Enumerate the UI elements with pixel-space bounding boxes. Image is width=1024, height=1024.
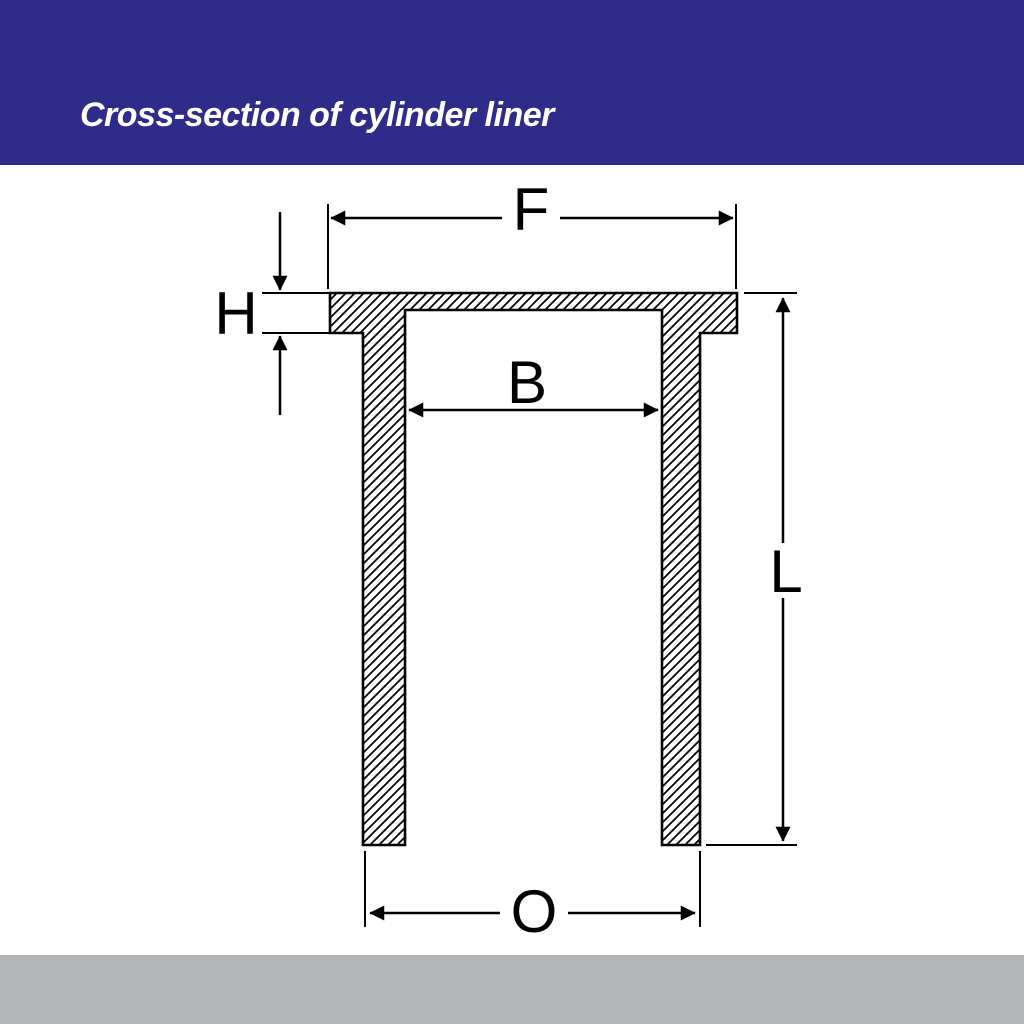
dimension-L: L [706,292,803,846]
dim-L-label: L [769,538,802,605]
dim-H-label: H [214,280,257,347]
dimension-H: H [214,212,331,415]
dim-B-label: B [507,349,547,416]
header-band: Cross-section of cylinder liner [0,0,1024,165]
dimension-F: F [327,176,737,289]
dim-O-label: O [511,878,558,945]
dimension-B: B [408,349,659,418]
liner-section-body [328,291,739,847]
dimension-O: O [364,851,701,945]
page-title: Cross-section of cylinder liner [80,96,554,134]
footer-band [0,955,1024,1024]
dim-F-label: F [513,176,550,243]
